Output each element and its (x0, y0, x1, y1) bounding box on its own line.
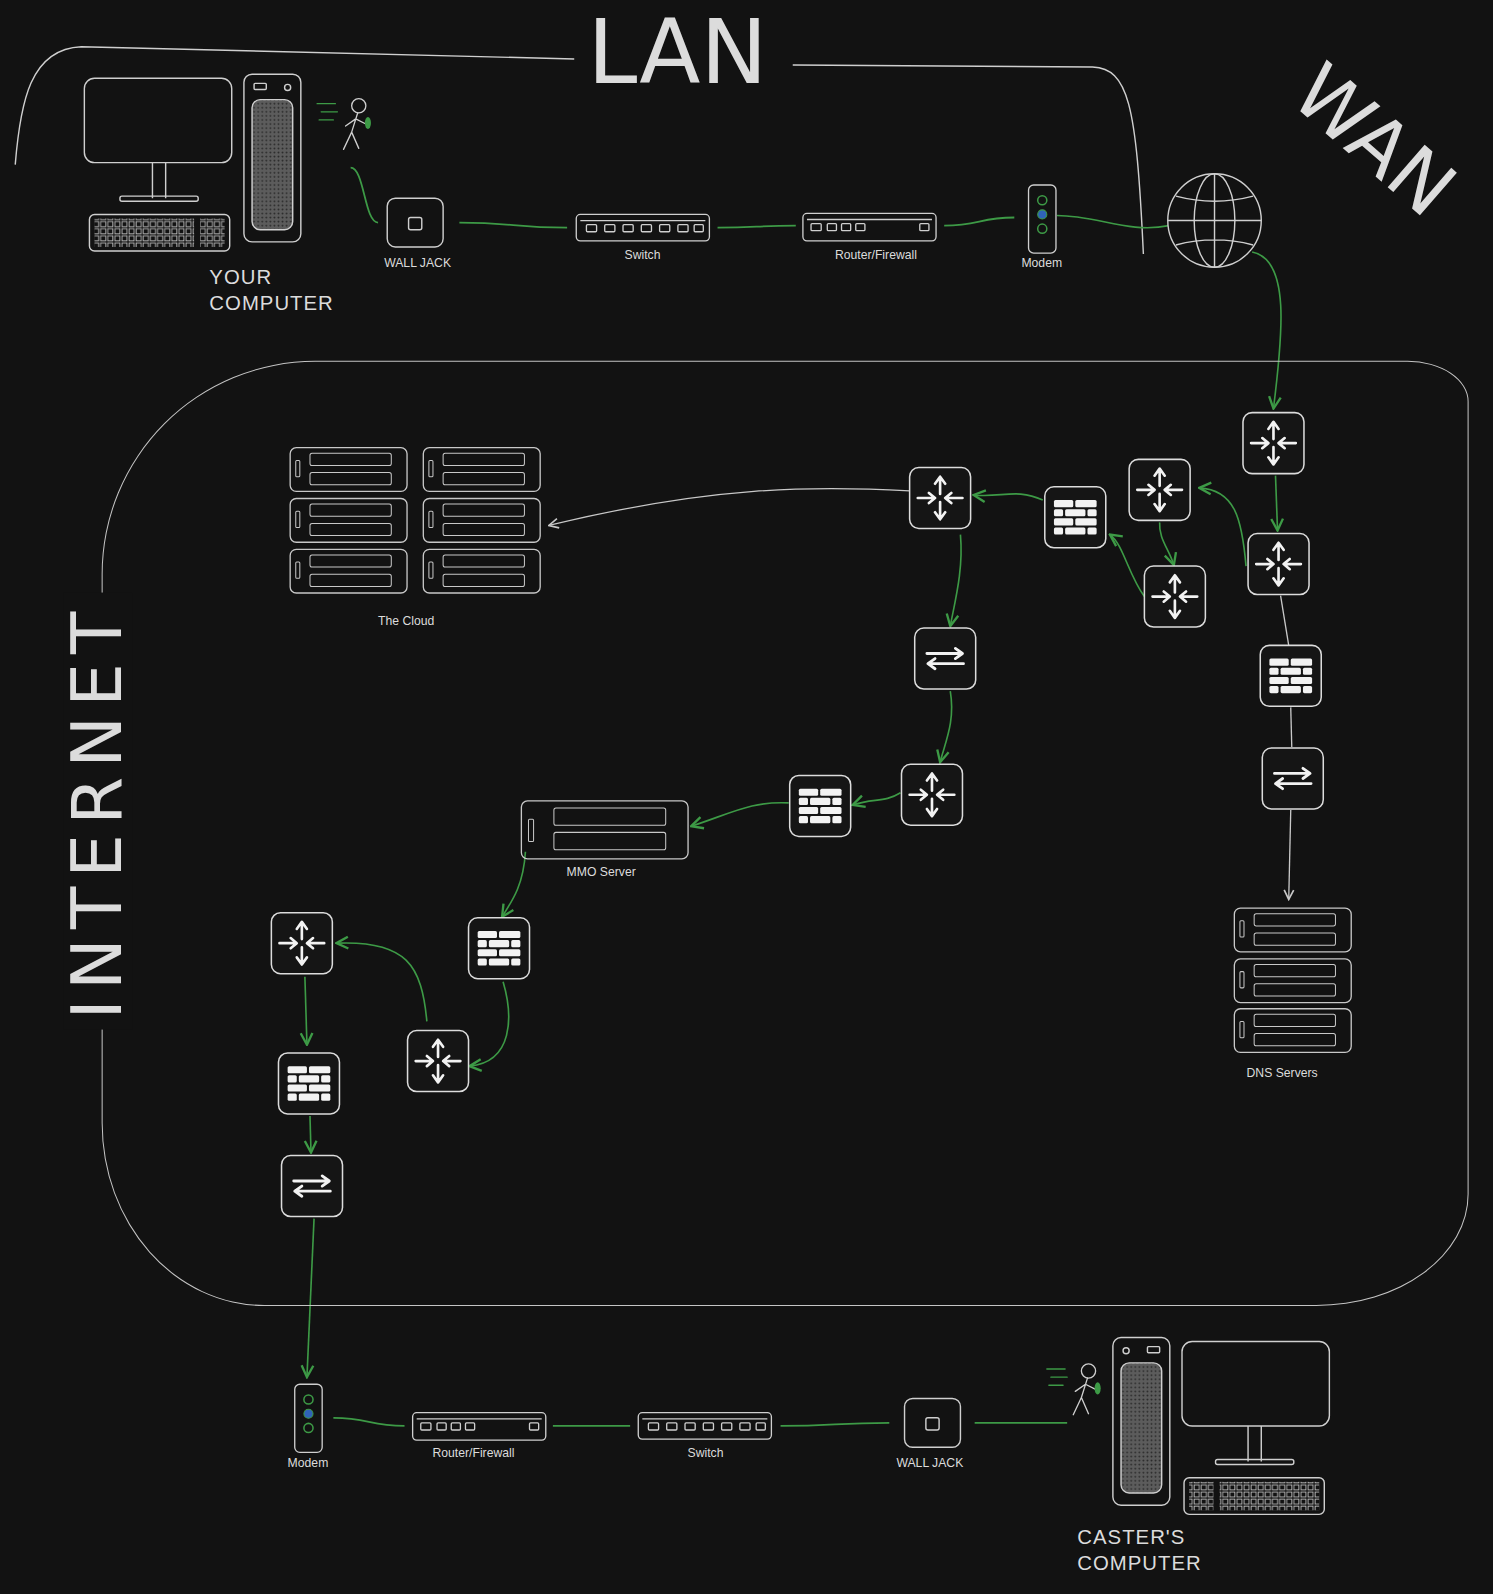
device-label: WALL JACK (896, 1455, 963, 1470)
device-label: The Cloud (378, 613, 434, 628)
device-label: YOUR COMPUTER (209, 263, 346, 316)
device-label: MMO Server (567, 864, 636, 879)
device-label: Modem (1021, 256, 1062, 271)
device-label: CASTER'S COMPUTER (1077, 1523, 1214, 1576)
server-rack (423, 448, 540, 492)
runner-figure (317, 99, 371, 150)
router-icon (1144, 566, 1205, 627)
router-device (803, 213, 936, 240)
device-label: Router/Firewall (835, 248, 917, 263)
cable-connector (944, 217, 1014, 225)
lan-bracket (15, 47, 1143, 254)
server-rack (423, 549, 540, 593)
server-rack (521, 801, 688, 859)
device-label: Switch (625, 248, 661, 263)
firewall-icon (278, 1053, 339, 1114)
router-icon (910, 468, 971, 529)
device-label: Router/Firewall (432, 1446, 514, 1461)
region-title: INTERNET (63, 593, 132, 1030)
device-node: Switch (630, 1406, 780, 1469)
modem-device (295, 1384, 322, 1452)
device-node: DNS Servers (1225, 900, 1359, 1089)
device-node: Modem (1014, 179, 1069, 276)
firewall-icon (790, 775, 851, 836)
cable-connector (351, 168, 378, 223)
device-node: Modem (283, 1377, 334, 1479)
device-node: Router/Firewall (796, 206, 944, 269)
router-icon (901, 764, 962, 825)
firewall-icon (1045, 487, 1106, 548)
zone-label: LAN (587, 8, 767, 97)
grey-wires (549, 489, 1292, 900)
cable-connector (333, 1418, 404, 1426)
server-rack (423, 499, 540, 543)
device-label: Modem (288, 1455, 329, 1470)
computer-illustration (1113, 1338, 1329, 1515)
router-icon (1129, 459, 1190, 520)
computer-illustration (84, 74, 300, 251)
globe-icon (1168, 174, 1262, 268)
device-label: WALL JACK (384, 256, 451, 271)
modem-device (1029, 185, 1056, 253)
router-icon (1243, 413, 1304, 474)
device-node: The Cloud (282, 440, 548, 637)
wall-jack-icon (905, 1398, 961, 1447)
router-icon (408, 1031, 469, 1092)
device-node: CASTER'S COMPUTER (1067, 1329, 1339, 1585)
switch-device (576, 214, 709, 240)
cable-connector (975, 1422, 1067, 1424)
router-device (413, 1413, 546, 1440)
switch-icon (282, 1156, 343, 1217)
cable-connector (553, 1425, 630, 1427)
network-wires (305, 215, 1281, 1377)
server-rack (1234, 959, 1351, 1003)
device-node: MMO Server (514, 794, 695, 885)
firewall-icon (469, 918, 530, 979)
router-icon (271, 913, 332, 974)
switch-device (638, 1413, 771, 1439)
device-node: WALL JACK (889, 1392, 974, 1477)
device-node: Switch (567, 207, 717, 270)
server-rack (290, 549, 407, 593)
device-label: Switch (688, 1446, 724, 1461)
cable-connector (459, 223, 567, 228)
server-rack (1234, 1009, 1351, 1053)
zone-label: WAN (1280, 51, 1469, 229)
device-label: DNS Servers (1247, 1066, 1318, 1081)
cable-connector (718, 226, 796, 228)
device-node: YOUR COMPUTER (81, 69, 350, 320)
device-node: WALL JACK (378, 193, 459, 276)
switch-icon (1262, 748, 1323, 809)
region-box: INTERNETThe CloudMMO ServerDNS Servers (102, 361, 1469, 1306)
server-rack (290, 499, 407, 543)
cable-connector (781, 1423, 890, 1426)
runner-figure (1047, 1364, 1101, 1415)
firewall-icon (1260, 645, 1321, 706)
router-icon (1248, 534, 1309, 595)
switch-icon (915, 628, 976, 689)
wall-jack-icon (387, 198, 443, 247)
server-rack (1234, 908, 1351, 952)
server-rack (290, 448, 407, 492)
device-node: Router/Firewall (405, 1406, 553, 1469)
